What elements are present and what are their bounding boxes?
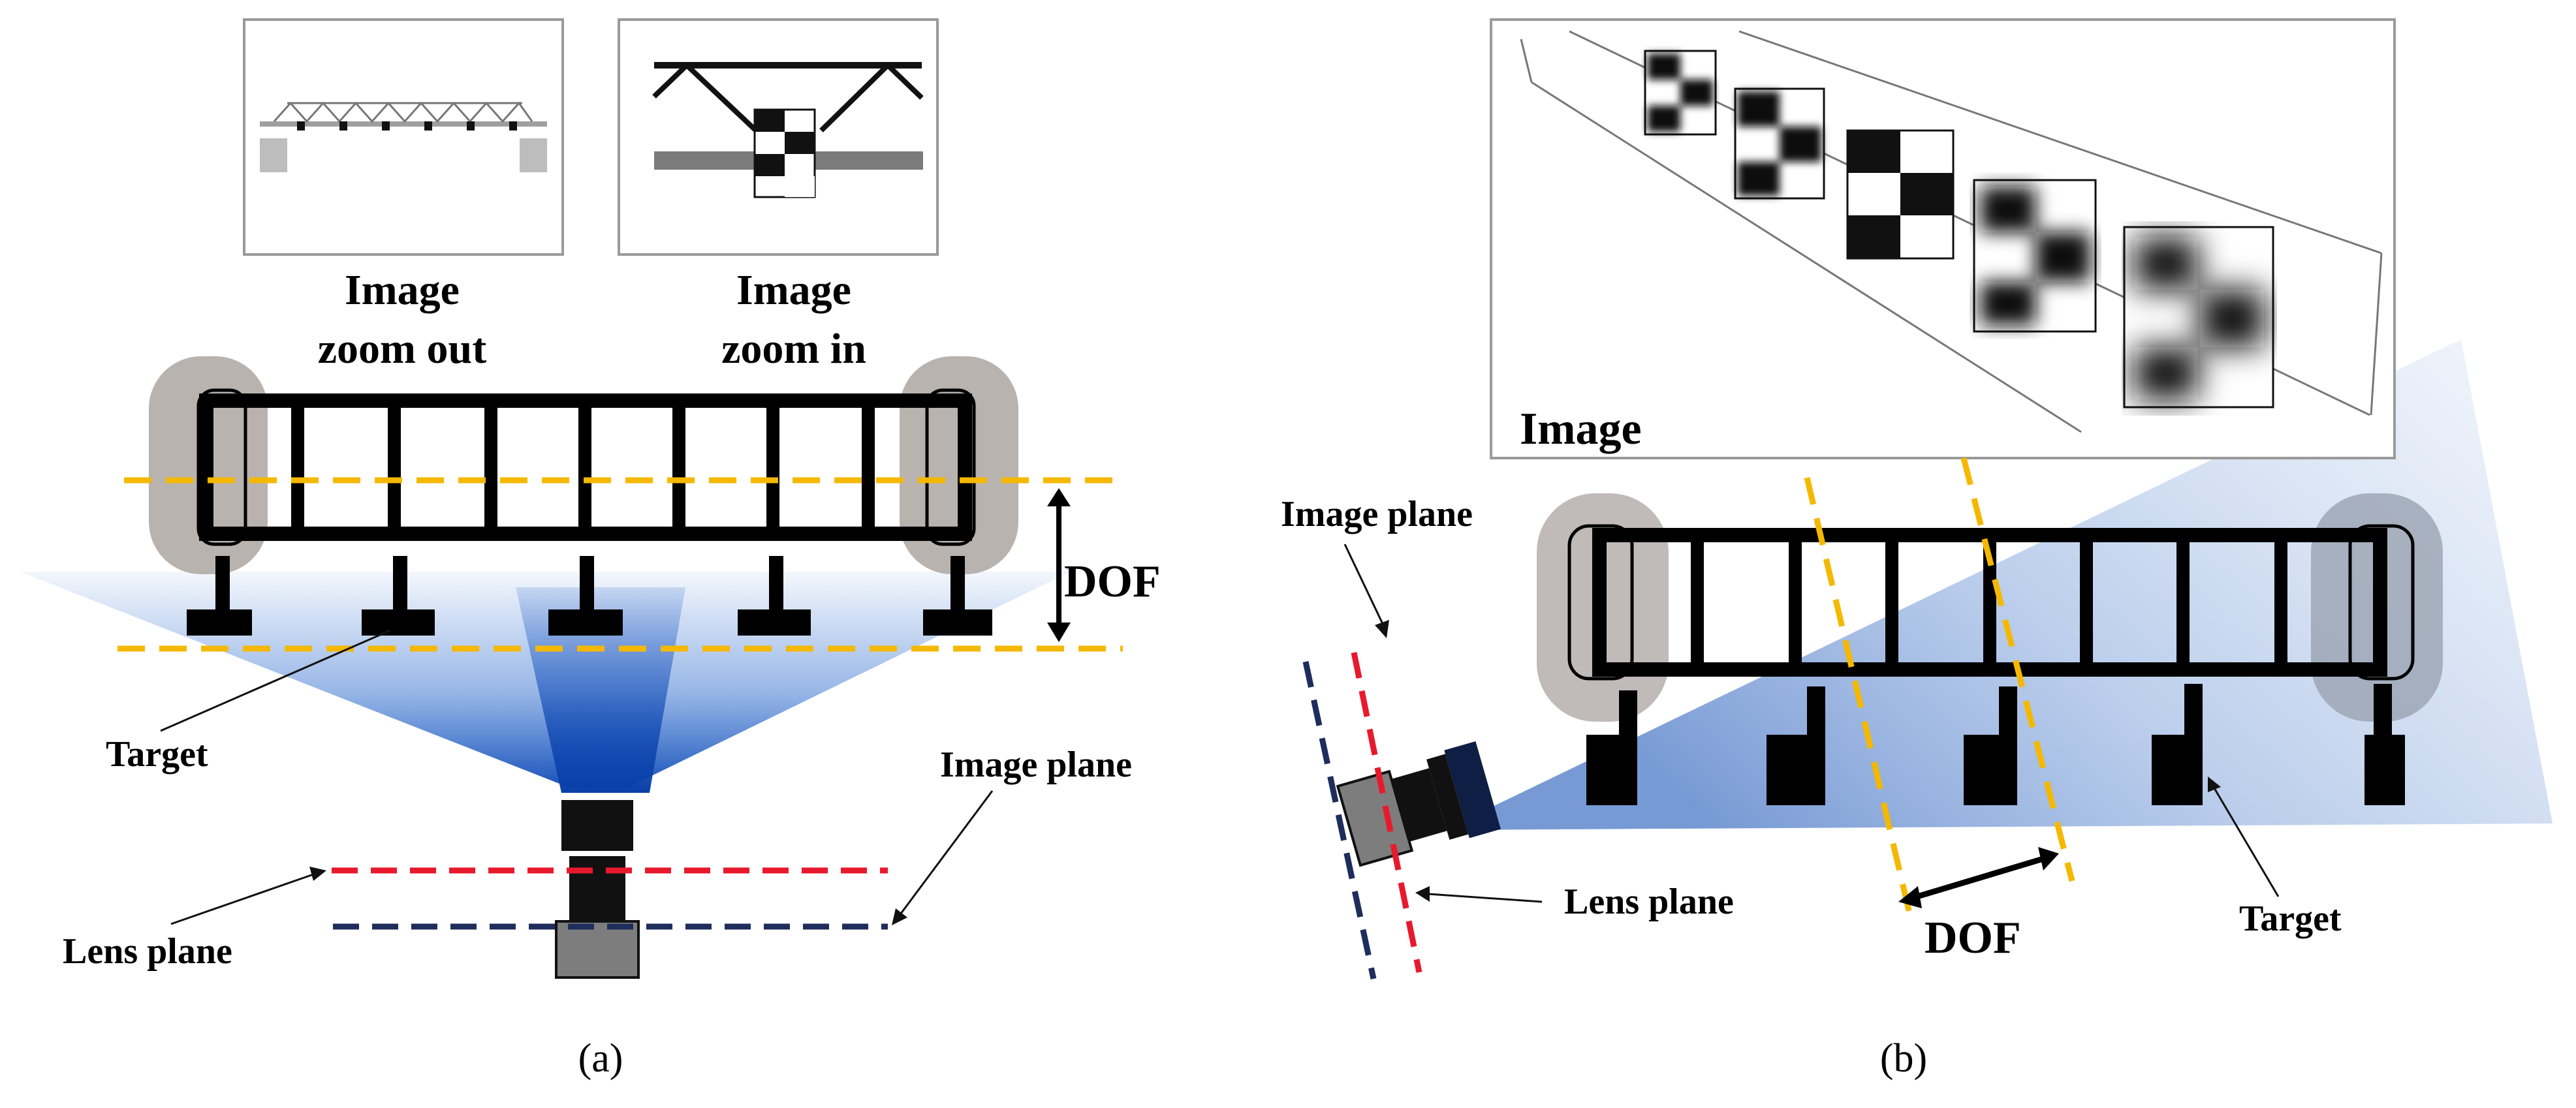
lens-plane-line-b bbox=[1351, 652, 1422, 973]
inset-zoom-out bbox=[243, 18, 564, 256]
inset-zoom-in bbox=[618, 18, 939, 256]
image-plane-arrow-a bbox=[892, 790, 994, 925]
caption-a: (a) bbox=[578, 1036, 623, 1081]
camera-b bbox=[1336, 741, 1501, 867]
inset-image-b: Image bbox=[1490, 18, 2396, 459]
target-label-a: Target bbox=[106, 734, 208, 775]
dof-arrow-a bbox=[1047, 488, 1071, 642]
caption-b: (b) bbox=[1880, 1036, 1927, 1081]
inset-right-caption-line1: Image bbox=[736, 266, 851, 314]
dof-arrow-b bbox=[1898, 847, 2059, 908]
inset-left-caption-line2: zoom out bbox=[318, 325, 486, 373]
target-leader-a bbox=[160, 629, 391, 732]
checker-2 bbox=[1734, 87, 1825, 200]
lens-plane-arrow-b bbox=[1415, 886, 1543, 903]
target-label-b: Target bbox=[2239, 899, 2342, 939]
lens-plane-arrow-a bbox=[170, 867, 326, 925]
targets-b bbox=[1586, 684, 2405, 805]
targets-a bbox=[187, 556, 992, 636]
dof-label-b: DOF bbox=[1924, 913, 2021, 963]
lens-plane-label-b: Lens plane bbox=[1564, 882, 1734, 922]
checker-4 bbox=[1973, 179, 2097, 333]
inset-right-caption-line2: zoom in bbox=[721, 325, 866, 373]
image-label-b: Image bbox=[1520, 404, 1642, 454]
dof-label-a: DOF bbox=[1064, 557, 1161, 607]
image-plane-line-b bbox=[1302, 661, 1377, 979]
camera-a bbox=[555, 800, 640, 979]
bridge-truss bbox=[196, 388, 976, 546]
panel-b: Image bbox=[1281, 18, 2552, 1081]
lens-plane-label-a: Lens plane bbox=[63, 931, 232, 972]
dof-near-line-b bbox=[1960, 457, 2075, 882]
image-plane-label-a: Image plane bbox=[940, 745, 1132, 785]
dof-far-line-b bbox=[1804, 476, 1915, 923]
inset-left-caption-line1: Image bbox=[345, 266, 460, 314]
focused-beam-core bbox=[516, 587, 685, 793]
image-plane-label-b: Image plane bbox=[1281, 494, 1473, 534]
target-leader-b bbox=[2208, 777, 2280, 897]
panel-a: Image zoom out Image zoom in bbox=[20, 18, 1161, 1081]
checker-5 bbox=[2123, 226, 2274, 408]
bridge-truss-b bbox=[1567, 524, 2415, 681]
checker-1 bbox=[1644, 50, 1717, 136]
image-plane-arrow-b bbox=[1343, 544, 1389, 638]
small-bridge-icon bbox=[260, 101, 547, 172]
zoomed-bridge-icon bbox=[652, 62, 924, 198]
checker-3 bbox=[1846, 129, 1955, 260]
